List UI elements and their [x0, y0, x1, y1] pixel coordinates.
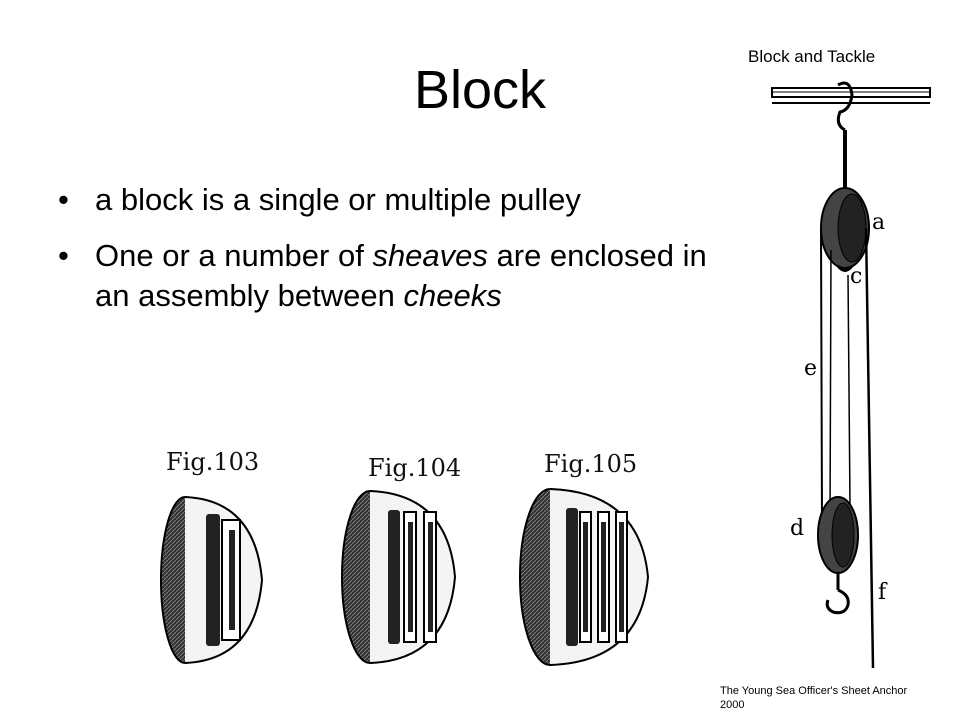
- tackle-label-f: f: [878, 580, 887, 605]
- single-sheave-block-illustration: [160, 496, 264, 664]
- bullet-text: One or a number of sheaves are enclosed …: [95, 238, 707, 313]
- bullet-symbol: •: [58, 182, 69, 217]
- tackle-label-d: d: [790, 516, 805, 541]
- bullet-text: a block is a single or multiple pulley: [95, 182, 581, 217]
- bullet-symbol: •: [58, 238, 69, 273]
- tackle-label-c: c: [850, 264, 863, 289]
- bullet-item: • a block is a single or multiple pulley: [58, 180, 748, 220]
- fig-104-label: Fig.104: [368, 454, 462, 482]
- fig-105-label: Fig.105: [544, 450, 638, 478]
- bullet-text-part: One or a number of: [95, 238, 373, 273]
- bullet-item: • One or a number of sheaves are enclose…: [58, 236, 748, 316]
- tackle-label-e: e: [804, 356, 818, 381]
- block-and-tackle-illustration: [771, 81, 931, 669]
- triple-sheave-block-illustration: [519, 488, 650, 666]
- tackle-caption: Block and Tackle: [748, 47, 876, 66]
- bullet-text-italic-part: cheeks: [403, 278, 502, 313]
- source-line-2: 2000: [720, 699, 745, 711]
- double-sheave-block-illustration: [341, 490, 457, 664]
- tackle-label-a: a: [872, 210, 886, 235]
- bullet-text-italic-part: sheaves: [372, 238, 488, 273]
- source-citation: The Young Sea Officer's Sheet Anchor 200…: [720, 684, 960, 712]
- slide-title: Block: [413, 60, 547, 120]
- source-line-1: The Young Sea Officer's Sheet Anchor: [720, 685, 908, 697]
- fig-103-label: Fig.103: [166, 448, 260, 476]
- bullet-list: • a block is a single or multiple pulley…: [58, 180, 748, 332]
- bullet-text-part: are enclosed in an assembly between: [95, 238, 707, 313]
